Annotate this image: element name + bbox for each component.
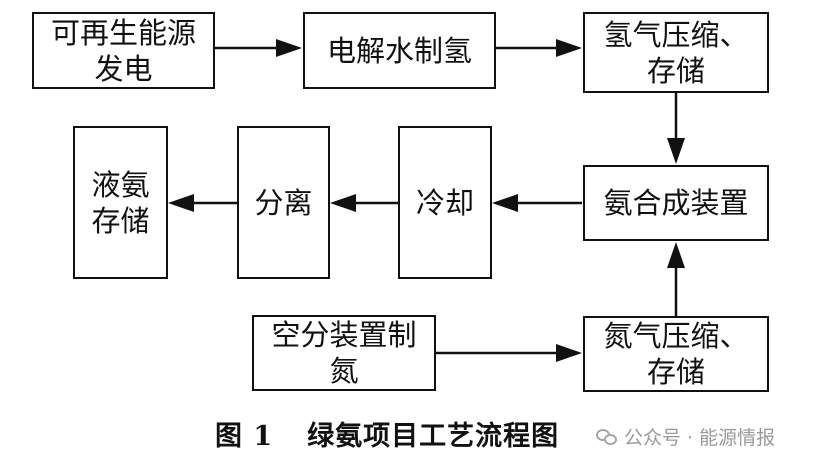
watermark-text: 公众号 · 能源情报 <box>624 427 776 449</box>
node-cooling: 冷却 <box>398 126 492 279</box>
node-air-separation: 空分装置制 氮 <box>252 315 436 391</box>
arrow-air-separation-to-nitrogen-storage <box>436 344 582 362</box>
node-ammonia-synthesis-label: 氨合成装置 <box>603 186 749 220</box>
node-cooling-label: 冷却 <box>415 185 474 220</box>
arrow-nitrogen-storage-to-synthesis <box>667 242 685 316</box>
node-hydrogen-storage: 氢气压缩、 存储 <box>583 12 769 93</box>
node-air-separation-label: 空分装置制 氮 <box>271 318 417 388</box>
node-liquid-ammonia-storage: 液氨 存储 <box>73 126 168 279</box>
arrow-hydrogen-storage-to-synthesis <box>667 93 685 164</box>
node-nitrogen-storage-label: 氮气压缩、 存储 <box>603 319 749 389</box>
node-separation-label: 分离 <box>254 185 313 220</box>
node-ammonia-synthesis: 氨合成装置 <box>583 165 769 241</box>
arrow-synthesis-to-cooling <box>492 194 582 212</box>
node-separation: 分离 <box>237 126 330 279</box>
arrow-electrolysis-to-hydrogen-storage <box>496 39 582 57</box>
node-hydrogen-storage-label: 氢气压缩、 存储 <box>603 17 749 88</box>
node-liquid-ammonia-storage-label: 液氨 存储 <box>91 167 150 238</box>
node-renewable-power: 可再生能源 发电 <box>32 12 215 89</box>
node-electrolysis-label: 电解水制氢 <box>326 33 472 68</box>
figure-title: 绿氨项目工艺流程图 <box>307 421 560 452</box>
node-renewable-power-label: 可再生能源 发电 <box>50 15 196 86</box>
wechat-icon <box>596 427 618 447</box>
arrow-cooling-to-separation <box>330 194 398 212</box>
arrow-separation-to-liquid-storage <box>168 194 237 212</box>
figure-number: 图 1 <box>215 421 274 452</box>
node-electrolysis: 电解水制氢 <box>303 12 496 89</box>
node-nitrogen-storage: 氮气压缩、 存储 <box>583 316 769 392</box>
watermark: 公众号 · 能源情报 <box>596 423 775 450</box>
figure-caption: 图 1 绿氨项目工艺流程图 <box>215 414 559 453</box>
arrow-renewable-to-electrolysis <box>215 39 302 57</box>
